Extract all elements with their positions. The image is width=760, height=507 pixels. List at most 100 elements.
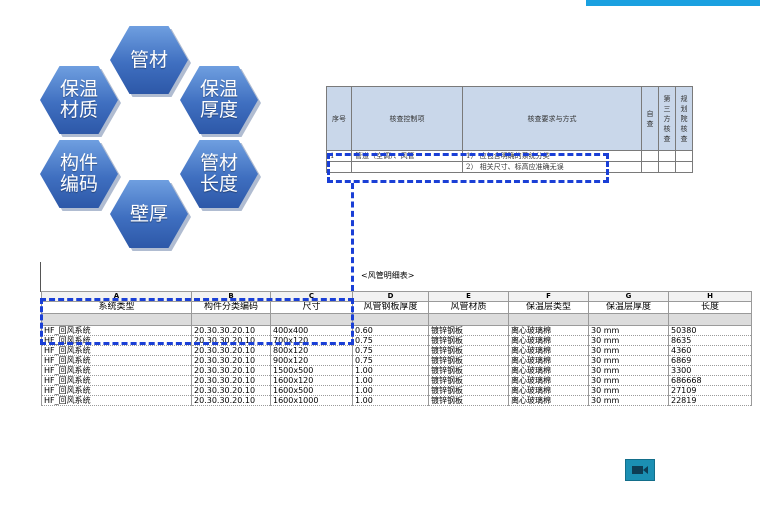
- table-cell[interactable]: 镀锌钢板: [428, 345, 509, 356]
- table-cell[interactable]: 离心玻璃棉: [508, 385, 589, 396]
- table-cell[interactable]: 20.30.30.20.10: [191, 385, 271, 396]
- table-cell[interactable]: 0.75: [352, 355, 429, 366]
- video-camera-icon: [632, 466, 648, 474]
- table-cell[interactable]: HF_回风系统: [41, 345, 192, 356]
- table-cell[interactable]: 27109: [668, 385, 752, 396]
- col-header-item: 核查控制项: [351, 86, 463, 151]
- table-cell[interactable]: 800x120: [270, 345, 353, 356]
- table-cell[interactable]: 22819: [668, 395, 752, 406]
- table-cell[interactable]: 20.30.30.20.10: [191, 355, 271, 366]
- table-cell[interactable]: 离心玻璃棉: [508, 375, 589, 386]
- table-cell[interactable]: 20.30.30.20.10: [191, 375, 271, 386]
- table-cell[interactable]: 20.30.30.20.10: [191, 395, 271, 406]
- table-cell[interactable]: 900x120: [270, 355, 353, 366]
- table-cell[interactable]: 镀锌钢板: [428, 355, 509, 366]
- hexagon-label: 管材 长度: [199, 152, 238, 195]
- column-letter[interactable]: G: [588, 291, 669, 302]
- hexagon-label: 构件 编码: [59, 152, 98, 195]
- table-cell[interactable]: 0.75: [352, 335, 429, 346]
- table-cell[interactable]: HF_回风系统: [41, 375, 192, 386]
- cell-requirement: 2） 相关尺寸、标高应准确无误: [462, 161, 642, 173]
- table-cell[interactable]: 1.00: [352, 375, 429, 386]
- table-cell[interactable]: HF_回风系统: [41, 395, 192, 406]
- table-cell[interactable]: 30 mm: [588, 395, 669, 406]
- table-cell[interactable]: 1600x120: [270, 375, 353, 386]
- table-cell[interactable]: 镀锌钢板: [428, 375, 509, 386]
- table-cell[interactable]: 30 mm: [588, 385, 669, 396]
- table-cell[interactable]: 离心玻璃棉: [508, 345, 589, 356]
- col-header-insulation-thickness[interactable]: 保温层厚度: [588, 301, 669, 314]
- highlight-box-schedule-columns: [40, 298, 354, 345]
- col-header-plate-thickness[interactable]: 风管钢板厚度: [352, 301, 429, 314]
- col-header-self-check: 自查: [641, 86, 659, 151]
- column-letter[interactable]: E: [428, 291, 509, 302]
- table-cell[interactable]: 0.75: [352, 345, 429, 356]
- table-cell[interactable]: 8635: [668, 335, 752, 346]
- table-cell[interactable]: 0.60: [352, 325, 429, 336]
- cell-item: [351, 161, 463, 173]
- table-cell[interactable]: 离心玻璃棉: [508, 395, 589, 406]
- table-cell[interactable]: 30 mm: [588, 375, 669, 386]
- highlight-connector: [351, 183, 354, 291]
- hexagon-label: 管材: [129, 48, 168, 71]
- table-cell[interactable]: 1600x1000: [270, 395, 353, 406]
- table-cell[interactable]: 686668: [668, 375, 752, 386]
- table-cell[interactable]: HF_回风系统: [41, 365, 192, 376]
- camera-button[interactable]: [625, 459, 655, 481]
- table-cell[interactable]: 1.00: [352, 385, 429, 396]
- table-cell[interactable]: 30 mm: [588, 365, 669, 376]
- top-accent-bar: [586, 0, 760, 6]
- table-cell[interactable]: 离心玻璃棉: [508, 355, 589, 366]
- table-cell[interactable]: 离心玻璃棉: [508, 325, 589, 336]
- col-header-institute-check: 规划院核查: [675, 86, 693, 151]
- table-cell[interactable]: 镀锌钢板: [428, 385, 509, 396]
- table-cell[interactable]: 1.00: [352, 365, 429, 376]
- hexagon-label: 壁厚: [129, 202, 168, 225]
- group-spacer-row: [41, 313, 752, 326]
- schedule-left-border: [40, 262, 41, 292]
- column-letter[interactable]: F: [508, 291, 589, 302]
- table-cell[interactable]: 20.30.30.20.10: [191, 345, 271, 356]
- table-cell[interactable]: 4360: [668, 345, 752, 356]
- column-letter[interactable]: D: [352, 291, 429, 302]
- table-cell[interactable]: 20.30.30.20.10: [191, 365, 271, 376]
- hexagon-label: 保温 材质: [59, 78, 98, 121]
- col-header-insulation-type[interactable]: 保温层类型: [508, 301, 589, 314]
- table-cell[interactable]: HF_回风系统: [41, 355, 192, 366]
- duct-schedule-table: A B C D E F G H 系统类型 构件分类编码 尺寸 风管钢板厚度 风管…: [41, 291, 752, 406]
- hexagon-insulation-material: 保温 材质: [40, 66, 118, 134]
- table-cell[interactable]: 6869: [668, 355, 752, 366]
- table-cell[interactable]: 1.00: [352, 395, 429, 406]
- hexagon-label: 保温 厚度: [199, 78, 238, 121]
- table-cell[interactable]: 1500x500: [270, 365, 353, 376]
- table-cell[interactable]: 离心玻璃棉: [508, 335, 589, 346]
- table-cell[interactable]: 镀锌钢板: [428, 335, 509, 346]
- table-cell[interactable]: HF_回风系统: [41, 385, 192, 396]
- table-cell[interactable]: 镀锌钢板: [428, 365, 509, 376]
- table-cell[interactable]: 30 mm: [588, 345, 669, 356]
- table-cell[interactable]: 3300: [668, 365, 752, 376]
- col-header-duct-material[interactable]: 风管材质: [428, 301, 509, 314]
- col-header-length[interactable]: 长度: [668, 301, 752, 314]
- column-letter[interactable]: H: [668, 291, 752, 302]
- table-cell[interactable]: 30 mm: [588, 325, 669, 336]
- table-cell[interactable]: 30 mm: [588, 355, 669, 366]
- highlight-box-check-item: [327, 153, 609, 183]
- table-cell[interactable]: 1600x500: [270, 385, 353, 396]
- table-cell[interactable]: 离心玻璃棉: [508, 365, 589, 376]
- table-cell[interactable]: 镀锌钢板: [428, 325, 509, 336]
- table-cell[interactable]: 镀锌钢板: [428, 395, 509, 406]
- col-header-no: 序号: [326, 86, 352, 151]
- table-cell[interactable]: 50380: [668, 325, 752, 336]
- col-header-third-party-check: 第三方核查: [658, 86, 676, 151]
- table-row: 2） 相关尺寸、标高应准确无误: [326, 161, 693, 173]
- table-cell[interactable]: 30 mm: [588, 335, 669, 346]
